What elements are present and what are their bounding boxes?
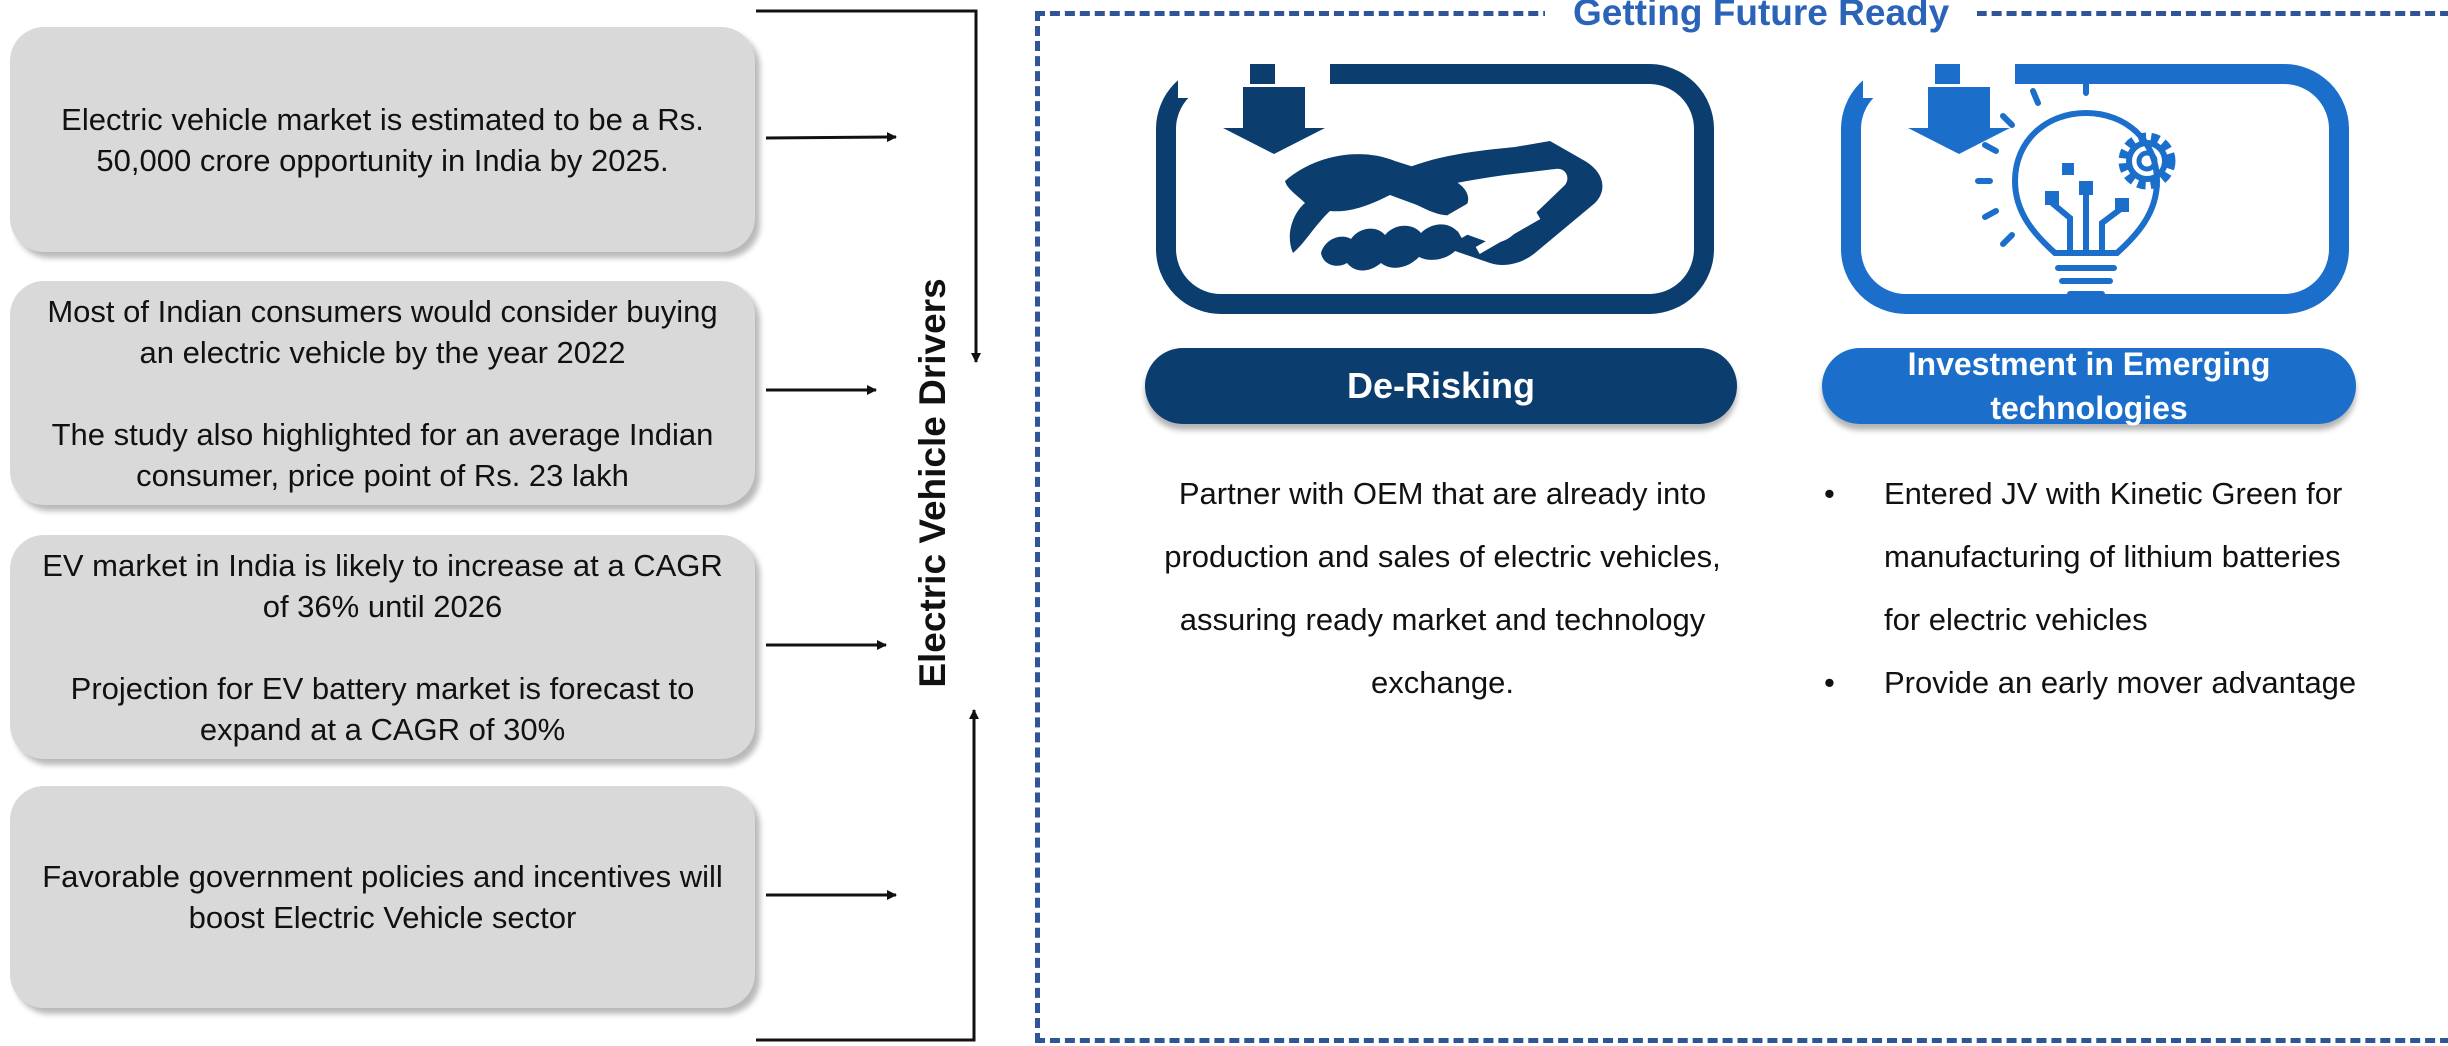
bullet-dot-icon: • — [1824, 665, 1835, 700]
bottom-bracket-arrow — [756, 709, 979, 1042]
bullet-text: Entered JV with Kinetic Green for manufa… — [1884, 476, 2343, 637]
driver-text: Projection for EV battery market is fore… — [70, 670, 695, 747]
driver-text: Favorable government policies and incent… — [42, 859, 723, 935]
driver-box-1: Electric vehicle market is estimated to … — [10, 27, 755, 252]
top-bracket-arrow — [756, 9, 981, 363]
bullet-text: Provide an early mover advantage — [1884, 665, 2357, 700]
de-risking-title: De-Risking — [1145, 348, 1737, 424]
bullet-item: • Provide an early mover advantage — [1820, 651, 2380, 714]
handshake-icon — [1156, 63, 1714, 314]
driver-box-3: EV market in India is likely to increase… — [10, 535, 755, 759]
lightbulb-gear-icon — [1841, 63, 2349, 314]
driver-text: The study also highlighted for an averag… — [51, 416, 714, 493]
electric-vehicle-drivers-label: Electric Vehicle Drivers — [912, 278, 953, 688]
bullet-item: • Entered JV with Kinetic Green for manuf… — [1820, 462, 2380, 651]
driver-box-4: Favorable government policies and incent… — [10, 786, 755, 1008]
investment-emerging-tech-title: Investment in Emerging technologies — [1822, 346, 2356, 426]
driver-text: Electric vehicle market is estimated to … — [61, 101, 704, 178]
driver-text: Most of Indian consumers would consider … — [47, 293, 718, 370]
de-risking-description: Partner with OEM that are already into p… — [1164, 476, 1721, 700]
investment-bullet-list: • Entered JV with Kinetic Green for manuf… — [1820, 462, 2380, 714]
driver-box-2: Most of Indian consumers would consider … — [10, 281, 755, 505]
future-ready-title: Getting Future Ready — [1545, 0, 1978, 34]
driver-text: EV market in India is likely to increase… — [42, 547, 723, 624]
arrow-driver-1 — [765, 132, 897, 143]
bullet-dot-icon: • — [1824, 476, 1835, 511]
